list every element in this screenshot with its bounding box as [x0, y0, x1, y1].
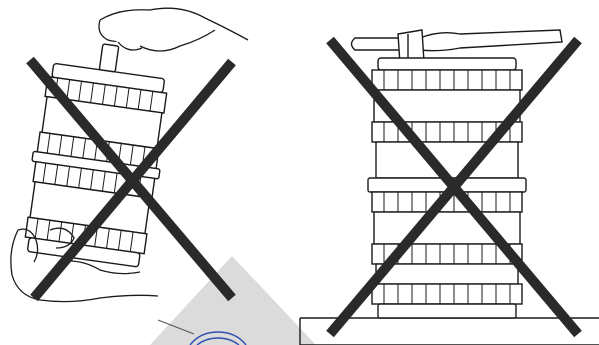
panel-right-on-surface [300, 30, 599, 345]
top-hand-fill [104, 13, 202, 47]
shadow-wedge [150, 256, 316, 345]
panel-left-handheld [11, 8, 316, 345]
